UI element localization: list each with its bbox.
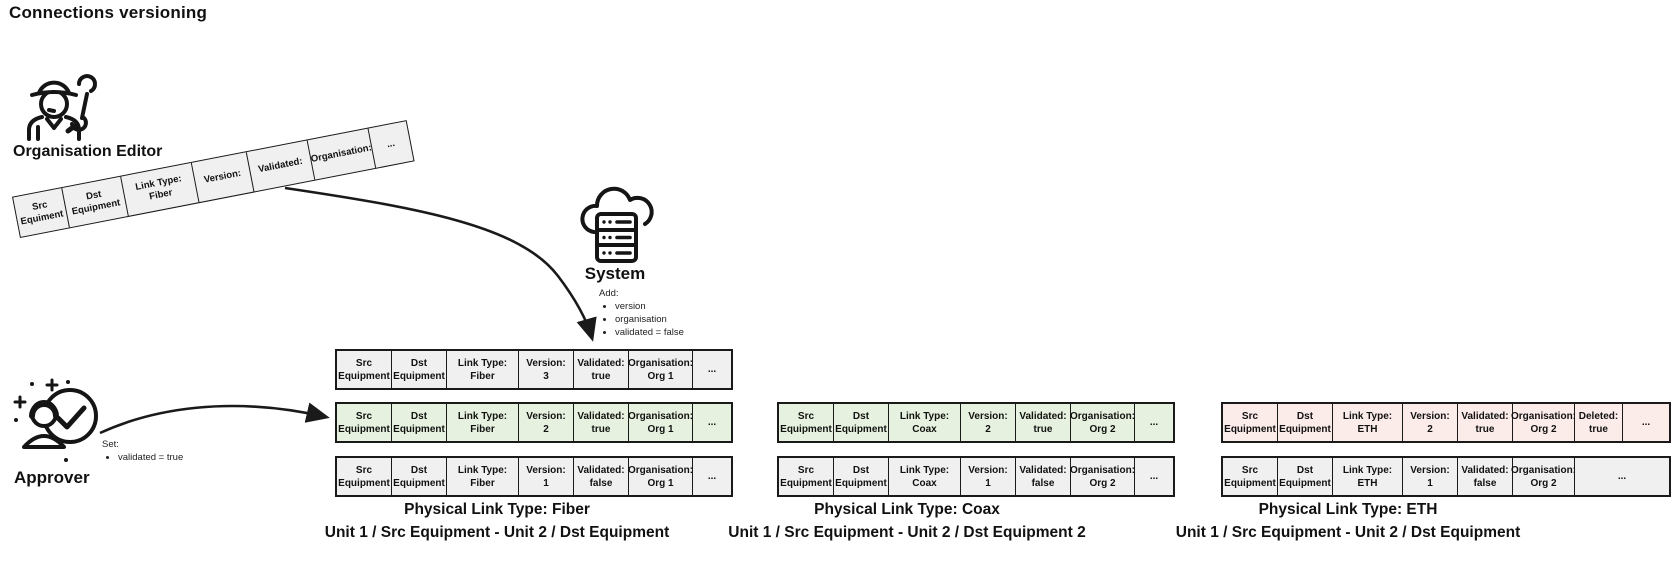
cell-dst: Dst Equipment xyxy=(392,458,447,495)
cell-dst: Dst Equipment xyxy=(62,176,129,228)
cloud-server-icon xyxy=(580,186,654,263)
caption-line-1: Physical Link Type: ETH xyxy=(1258,501,1438,518)
cell-validated: Validated: xyxy=(246,140,316,192)
coax-row-version-2: Src Equipment Dst Equipment Link Type: C… xyxy=(777,402,1175,443)
cell-organisation: Organisation: Org 2 xyxy=(1511,404,1576,441)
cell-version: Version: 1 xyxy=(519,458,574,495)
cell-organisation: Organisation: Org 1 xyxy=(628,404,693,441)
cell-organisation: Organisation: xyxy=(307,128,377,180)
cell-organisation: Organisation: Org 2 xyxy=(1511,458,1576,495)
cell-dst: Dst Equipment xyxy=(1278,458,1333,495)
approver-note-title: Set: xyxy=(102,439,119,450)
eth-row-version-1: Src Equipment Dst Equipment Link Type: E… xyxy=(1221,456,1671,497)
fiber-row-version-1: Src Equipment Dst Equipment Link Type: F… xyxy=(335,456,733,497)
cell-deleted: Deleted: true xyxy=(1575,404,1623,441)
cell-validated: Validated: false xyxy=(574,458,629,495)
cell-link-type: Link Type: ETH xyxy=(1333,458,1403,495)
eth-caption: Physical Link Type: ETH Unit 1 / Src Equ… xyxy=(1098,498,1598,544)
cell-version: Version: 1 xyxy=(1403,458,1458,495)
cell-validated: Validated: false xyxy=(1016,458,1071,495)
cell-validated: Validated: true xyxy=(574,404,629,441)
approver-to-row-arrow xyxy=(99,402,330,435)
system-note-item: organisation xyxy=(615,314,719,325)
caption-line-1: Physical Link Type: Fiber xyxy=(404,501,590,518)
system-note: Add: version organisation validated = fa… xyxy=(599,288,719,340)
cell-src: Src Equipment xyxy=(1223,458,1278,495)
cell-src: Src Equipment xyxy=(779,404,834,441)
system-note-item: version xyxy=(615,301,719,312)
cell-src: Src Equipment xyxy=(337,351,392,388)
cell-link-type: Link Type: Fiber xyxy=(447,458,519,495)
approver-note: Set: validated = true xyxy=(102,439,212,465)
cell-validated: Validated: false xyxy=(1458,458,1513,495)
coax-row-version-1: Src Equipment Dst Equipment Link Type: C… xyxy=(777,456,1175,497)
coax-caption: Physical Link Type: Coax Unit 1 / Src Eq… xyxy=(657,498,1157,544)
cell-link-type: Link Type: Coax xyxy=(889,458,961,495)
approver-label: Approver xyxy=(14,468,90,487)
cell-organisation: Organisation: Org 1 xyxy=(628,458,693,495)
eth-row-version-2: Src Equipment Dst Equipment Link Type: E… xyxy=(1221,402,1671,443)
caption-line-2: Unit 1 / Src Equipment - Unit 2 / Dst Eq… xyxy=(1175,524,1521,541)
cell-validated: Validated: true xyxy=(574,351,629,388)
cell-dst: Dst Equipment xyxy=(392,404,447,441)
cell-version: Version: xyxy=(191,152,255,203)
cell-more: ... xyxy=(1617,471,1627,482)
cell-dst: Dst Equipment xyxy=(834,404,889,441)
cell-dst: Dst Equipment xyxy=(1278,404,1333,441)
cell-src: Src Equipment xyxy=(337,458,392,495)
cell-organisation: Organisation: Org 1 xyxy=(628,351,693,388)
approver-check-icon xyxy=(13,378,98,462)
cell-version: Version: 1 xyxy=(961,458,1016,495)
cell-link-type: Link Type: Fiber xyxy=(447,351,519,388)
cell-version: Version: 2 xyxy=(519,404,574,441)
fiber-row-version-3: Src Equipment Dst Equipment Link Type: F… xyxy=(335,349,733,390)
engineer-wrench-icon xyxy=(27,74,97,141)
cell-organisation: Organisation: Org 2 xyxy=(1070,458,1135,495)
fiber-caption: Physical Link Type: Fiber Unit 1 / Src E… xyxy=(247,498,747,544)
cell-dst: Dst Equipment xyxy=(834,458,889,495)
approver-note-item: validated = true xyxy=(118,452,212,463)
cell-more: ... xyxy=(707,471,717,482)
caption-line-2: Unit 1 / Src Equipment - Unit 2 / Dst Eq… xyxy=(728,524,1086,541)
cell-validated: Validated: true xyxy=(1458,404,1513,441)
cell-src: Src Equipment xyxy=(337,404,392,441)
page-title: Connections versioning xyxy=(9,3,208,22)
cell-more: ... xyxy=(1641,417,1651,428)
cell-more: ... xyxy=(1149,471,1159,482)
system-note-title: Add: xyxy=(599,288,619,299)
system-note-item: validated = false xyxy=(615,327,719,338)
cell-dst: Dst Equipment xyxy=(392,351,447,388)
cell-link-type: Link Type: Coax xyxy=(889,404,961,441)
fiber-row-version-2: Src Equipment Dst Equipment Link Type: F… xyxy=(335,402,733,443)
cell-link-type: Link Type: Fiber xyxy=(447,404,519,441)
cell-more: ... xyxy=(707,417,717,428)
cell-link-type: Link Type: ETH xyxy=(1333,404,1403,441)
caption-line-2: Unit 1 / Src Equipment - Unit 2 / Dst Eq… xyxy=(324,524,670,541)
cell-src: Src Equipment xyxy=(1223,404,1278,441)
cell-more: ... xyxy=(385,137,396,151)
editor-to-system-arrow xyxy=(284,186,597,342)
cell-link-type: Link Type: Fiber xyxy=(121,162,200,216)
editor-label: Organisation Editor xyxy=(13,143,163,160)
cell-src: Src Equipment xyxy=(779,458,834,495)
cell-version: Version: 2 xyxy=(1403,404,1458,441)
system-label: System xyxy=(584,264,646,283)
cell-more: ... xyxy=(1149,417,1159,428)
cell-src: Src Equiment xyxy=(13,188,70,237)
cell-more: ... xyxy=(707,364,717,375)
cell-version: Version: 3 xyxy=(519,351,574,388)
cell-validated: Validated: true xyxy=(1016,404,1071,441)
cell-version: Version: 2 xyxy=(961,404,1016,441)
caption-line-1: Physical Link Type: Coax xyxy=(814,501,1000,518)
cell-organisation: Organisation: Org 2 xyxy=(1070,404,1135,441)
